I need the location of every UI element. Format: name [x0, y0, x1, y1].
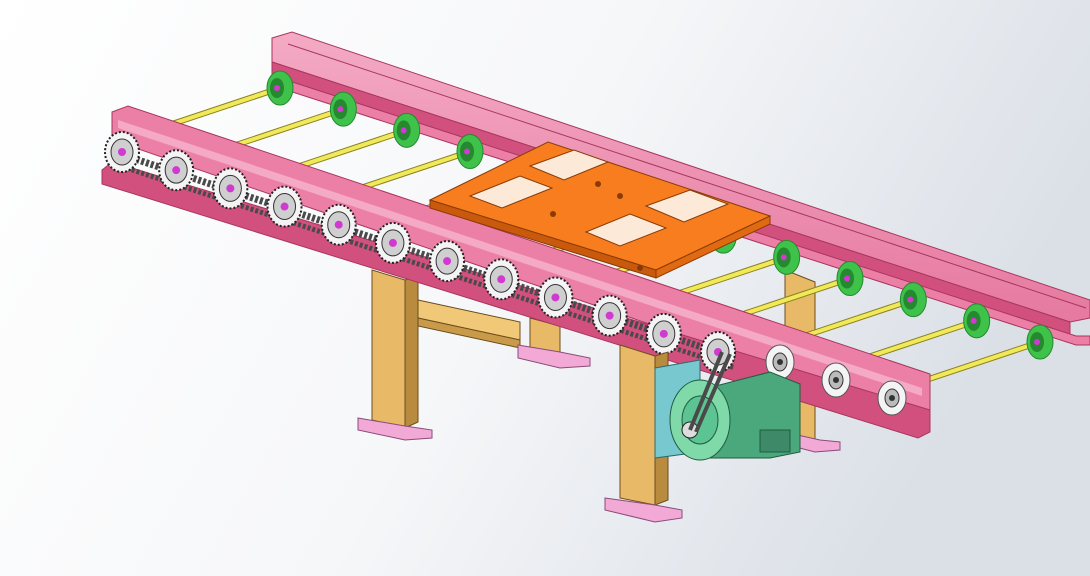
roller [792, 282, 927, 343]
plate-cutout-1 [468, 175, 554, 209]
bearing-array [765, 344, 907, 416]
drive-chain [106, 146, 737, 371]
roller [919, 324, 1054, 385]
roller [855, 303, 991, 364]
plate-cutout-3 [584, 213, 668, 247]
sprocket [158, 149, 195, 192]
roller [159, 70, 294, 131]
roller [729, 261, 864, 322]
sprocket [537, 276, 574, 319]
sprocket [320, 203, 357, 246]
sprocket [212, 167, 249, 210]
bearing [821, 362, 851, 398]
sprocket [104, 131, 140, 173]
sprocket [429, 240, 466, 283]
leg-back-middle [517, 317, 591, 369]
sprocket-array [104, 131, 736, 373]
roller [349, 134, 484, 195]
roller [285, 112, 421, 174]
sprocket [645, 312, 682, 355]
leg-back-left [357, 269, 433, 441]
bearing [877, 380, 907, 416]
chain-strand [106, 146, 737, 362]
plate-cutout-4 [644, 189, 730, 223]
mounting-plate [428, 141, 772, 279]
sprocket [591, 294, 628, 337]
drive-motor [654, 351, 801, 461]
sprocket [374, 221, 411, 264]
roller [665, 239, 801, 301]
sprocket [266, 185, 303, 228]
plate-cutout-2 [528, 149, 610, 181]
roller [222, 91, 357, 153]
sprocket [483, 258, 520, 301]
